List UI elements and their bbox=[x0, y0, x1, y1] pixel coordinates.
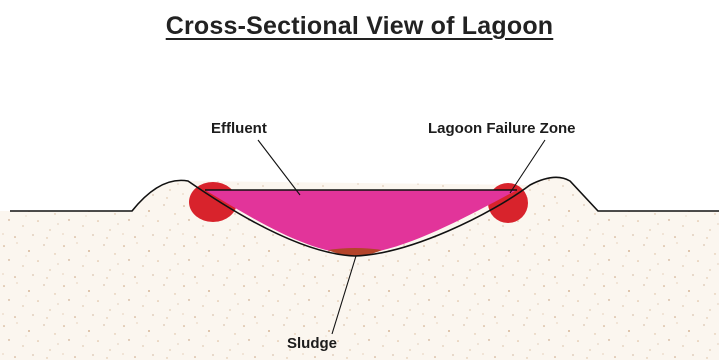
effluent-label: Effluent bbox=[211, 120, 267, 137]
sludge-label: Sludge bbox=[287, 335, 337, 352]
failure-zone-right bbox=[488, 183, 528, 223]
failure-zone-label: Lagoon Failure Zone bbox=[428, 120, 576, 137]
